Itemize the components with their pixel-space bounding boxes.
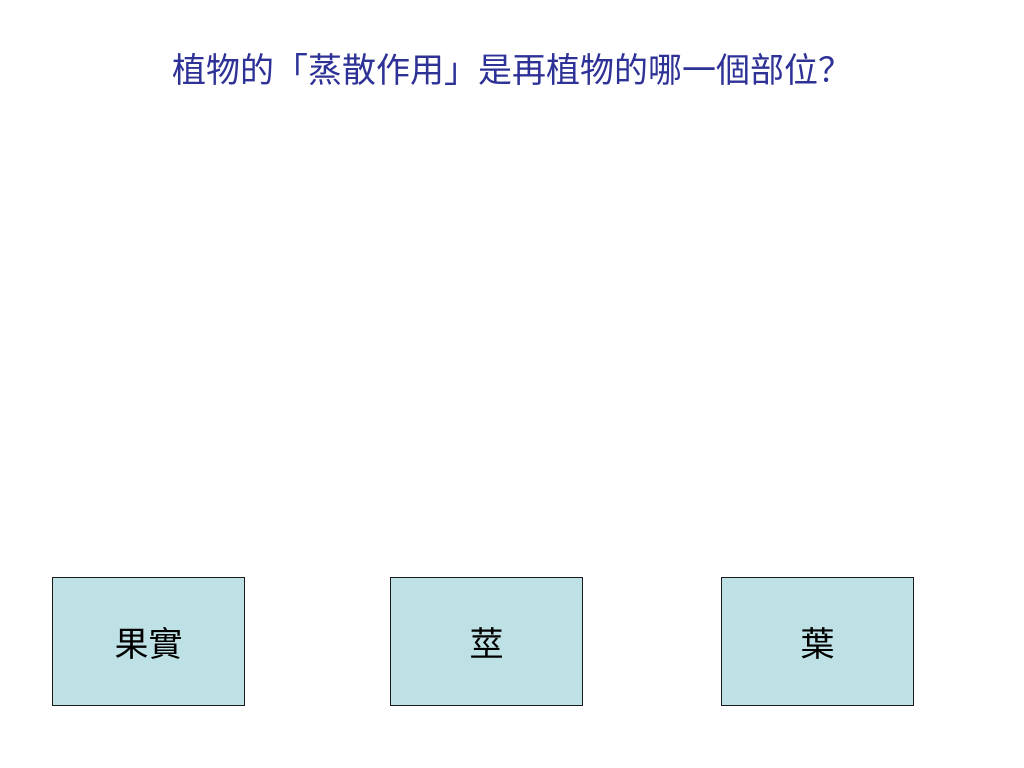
answer-label: 葉 [800, 625, 835, 665]
answer-button-fruit[interactable]: 果實 [52, 577, 245, 706]
answer-label: 果實 [114, 625, 183, 665]
answer-label: 莖 [469, 625, 504, 665]
question-title: 植物的「蒸散作用」是再植物的哪一個部位？ [172, 51, 852, 91]
answer-button-leaf[interactable]: 葉 [721, 577, 914, 706]
answer-button-stem[interactable]: 莖 [390, 577, 583, 706]
